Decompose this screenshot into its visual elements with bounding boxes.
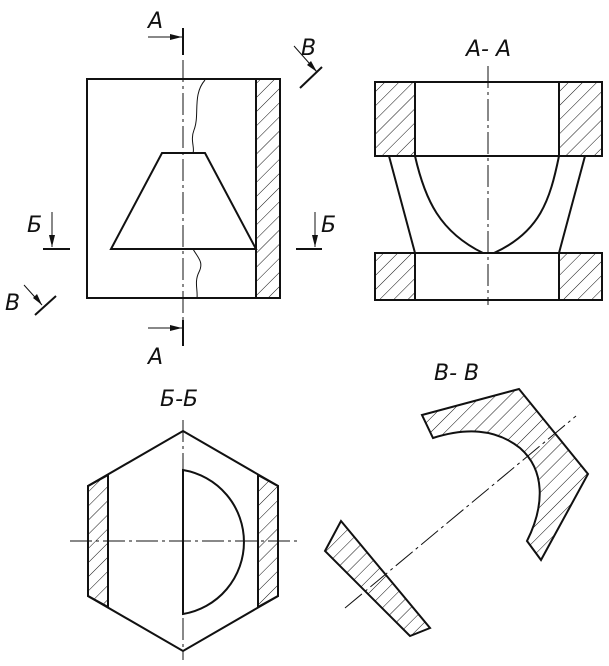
cut-marker-v: В В [5, 36, 323, 316]
section-v-v: В- В [323, 361, 590, 638]
section-v-v-title: В- В [434, 361, 479, 386]
vv-slanted-piece [323, 519, 432, 638]
cut-label-a-top: A [146, 9, 163, 34]
section-a-a: A- A [374, 37, 603, 305]
cut-label-v-top: В [301, 36, 316, 61]
cut-label-v-bottom: В [5, 291, 20, 316]
break-line-top [191, 79, 206, 154]
cut-label-b-right: Б [321, 213, 336, 238]
half-circle-opening [182, 468, 245, 616]
vv-curved-piece [420, 387, 590, 562]
main-view [86, 60, 281, 320]
break-line-bottom [192, 248, 202, 299]
main-view-wall-hatch [255, 78, 281, 299]
cut-label-b-left: Б [27, 213, 42, 238]
section-b-b: Б-Б [70, 387, 298, 660]
cut-label-a-bottom: A [146, 345, 163, 370]
section-a-a-title: A- A [464, 37, 511, 62]
cut-marker-a: A A [146, 9, 184, 370]
section-b-b-title: Б-Б [160, 387, 198, 412]
section-v-v-axis [344, 415, 577, 609]
aa-bottom-right-hatch [558, 252, 603, 301]
aa-top-right-hatch [558, 81, 603, 157]
aa-bottom-left-hatch [374, 252, 416, 301]
trapezoid-opening [109, 152, 258, 250]
aa-top-left-hatch [374, 81, 416, 157]
cut-marker-b: Б Б [27, 212, 336, 250]
